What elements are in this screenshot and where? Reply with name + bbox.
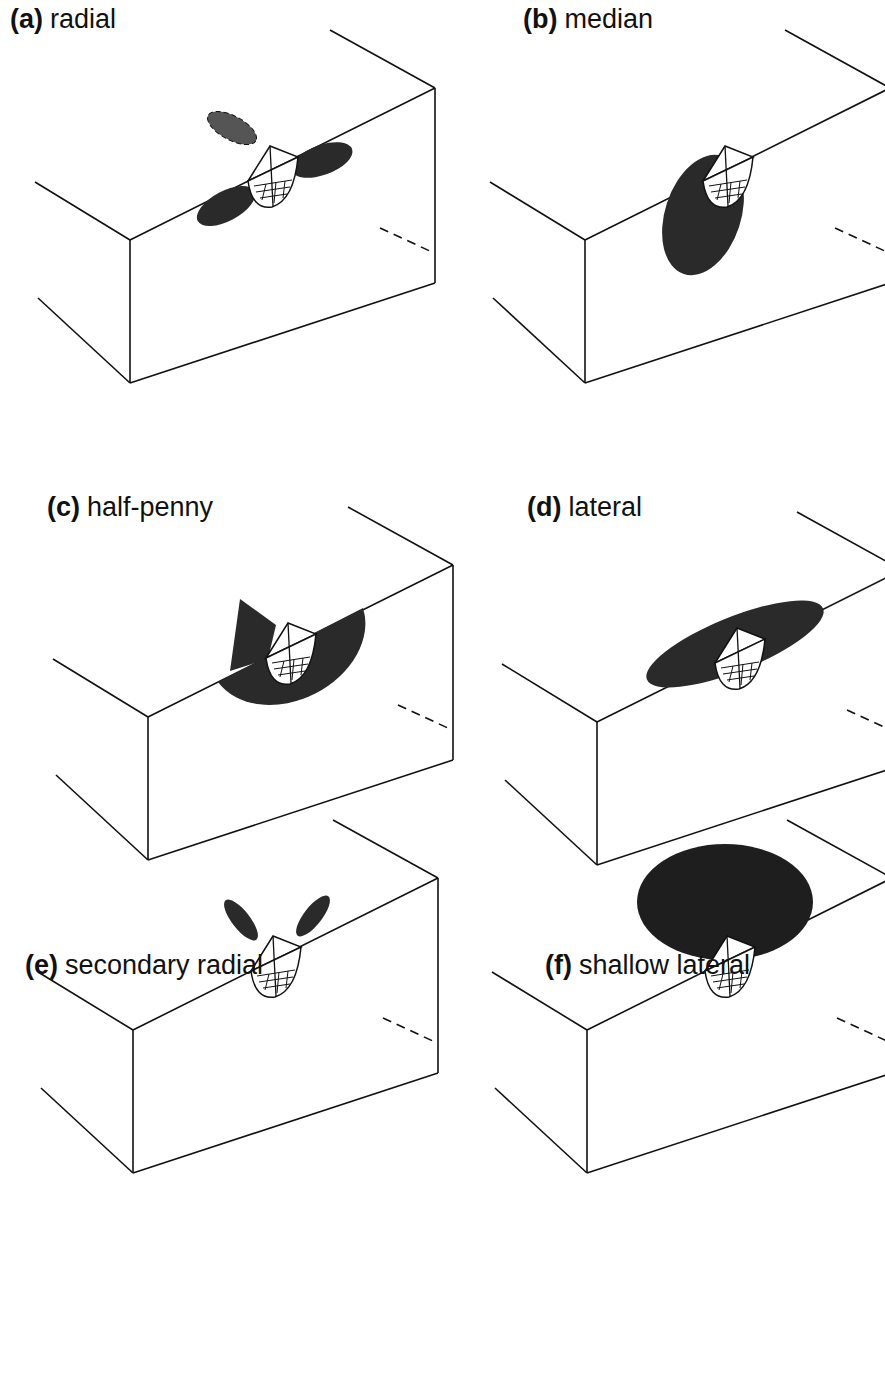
crack-type-label: half-penny (87, 492, 213, 523)
panel-radial (35, 30, 435, 383)
panel-letter: (d) (527, 492, 561, 523)
panel-lateral (502, 512, 885, 865)
panel-shallow-lateral (492, 820, 885, 1173)
panel-caption: (f) shallow lateral (545, 950, 750, 981)
panel-caption: (c)half-penny (47, 492, 213, 523)
crack-type-label: shallow lateral (579, 950, 750, 981)
panel-caption: (e)secondary radial (25, 950, 263, 981)
panel-secondary-radial (38, 820, 438, 1173)
crack-type-label: lateral (568, 492, 642, 523)
panel-median (490, 30, 885, 383)
panel-caption: (a)radial (10, 4, 116, 35)
panel-half-penny (53, 507, 453, 860)
panel-letter: (f) (545, 950, 572, 981)
crack-type-label: secondary radial (65, 950, 263, 981)
panel-caption: (b)median (523, 4, 653, 35)
panel-letter: (a) (10, 4, 43, 35)
crack-type-label: radial (50, 4, 116, 35)
panel-caption: (d)lateral (527, 492, 642, 523)
panel-letter: (b) (523, 4, 557, 35)
panel-letter: (c) (47, 492, 80, 523)
crack-type-label: median (564, 4, 653, 35)
panel-letter: (e) (25, 950, 58, 981)
